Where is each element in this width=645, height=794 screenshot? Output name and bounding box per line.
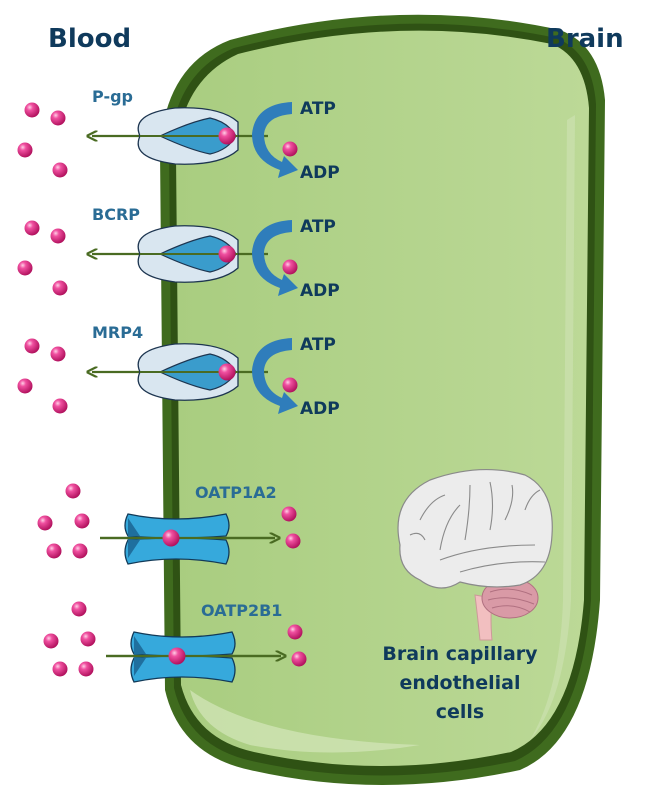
atp-hydrolysis-arrow — [252, 338, 298, 414]
substrate-molecule — [74, 513, 90, 529]
substrate-molecule — [162, 529, 180, 547]
substrate-molecule — [52, 661, 68, 677]
substrate-molecule — [17, 142, 33, 158]
substrate-molecule — [52, 398, 68, 414]
transporter-upper-bar — [124, 513, 230, 539]
adp-label: ADP — [300, 163, 340, 183]
cell-label-line-2: endothelial — [400, 672, 521, 694]
cell-highlight — [190, 690, 420, 753]
substrate-molecule — [50, 346, 66, 362]
atp-label: ATP — [300, 217, 336, 237]
atp-label: ATP — [300, 99, 336, 119]
substrate-molecule — [218, 245, 236, 263]
atp-hydrolysis-arrow — [252, 220, 298, 296]
adp-label: ADP — [300, 281, 340, 301]
substrate-molecule — [17, 260, 33, 276]
substrate-molecule — [78, 661, 94, 677]
transporter-label: P-gp — [92, 87, 133, 106]
substrate-molecule — [46, 543, 62, 559]
cerebellum-folds — [487, 588, 535, 613]
cerebrum — [397, 468, 553, 589]
substrate-molecule — [218, 363, 236, 381]
substrate-molecule — [43, 633, 59, 649]
substrate-molecule — [285, 533, 301, 549]
uptake-transporter-oatp1a2: OATP1A2 — [37, 483, 301, 565]
substrate-molecule — [168, 647, 186, 665]
substrate-molecule — [287, 624, 303, 640]
substrate-molecule — [65, 483, 81, 499]
substrate-molecule — [282, 141, 298, 157]
atp-hydrolysis-arrow — [252, 102, 298, 178]
brain-side-title: Brain — [546, 24, 624, 54]
substrate-molecule — [281, 506, 297, 522]
blood-side-title: Blood — [48, 24, 131, 54]
transporter-upper-bar — [130, 631, 236, 657]
brain-icon — [397, 468, 553, 641]
substrate-molecule — [72, 543, 88, 559]
substrate-molecule — [52, 162, 68, 178]
substrate-molecule — [24, 102, 40, 118]
substrate-molecule — [291, 651, 307, 667]
substrate-molecule — [218, 127, 236, 145]
substrate-molecule — [80, 631, 96, 647]
transporter-label: BCRP — [92, 205, 140, 224]
substrate-molecule — [50, 228, 66, 244]
substrate-molecule — [282, 377, 298, 393]
cell-highlight-right — [530, 115, 575, 740]
cell-label-line-3: cells — [436, 701, 484, 723]
efflux-transporter-bcrp: BCRP ATP ADP — [17, 205, 340, 301]
substrate-molecule — [17, 378, 33, 394]
substrate-molecule — [71, 601, 87, 617]
substrate-molecule — [24, 220, 40, 236]
adp-label: ADP — [300, 399, 340, 419]
atp-label: ATP — [300, 335, 336, 355]
substrate-molecule — [37, 515, 53, 531]
substrate-molecule — [282, 259, 298, 275]
substrate-molecule — [50, 110, 66, 126]
brain-folds — [409, 481, 546, 573]
transporter-label: OATP1A2 — [195, 483, 277, 502]
transporter-label: MRP4 — [92, 323, 143, 342]
uptake-transporter-oatp2b1: OATP2B1 — [43, 601, 307, 683]
transporter-label: OATP2B1 — [201, 601, 282, 620]
cell-label-line-1: Brain capillary — [382, 643, 538, 665]
substrate-molecule — [52, 280, 68, 296]
substrate-molecule — [24, 338, 40, 354]
